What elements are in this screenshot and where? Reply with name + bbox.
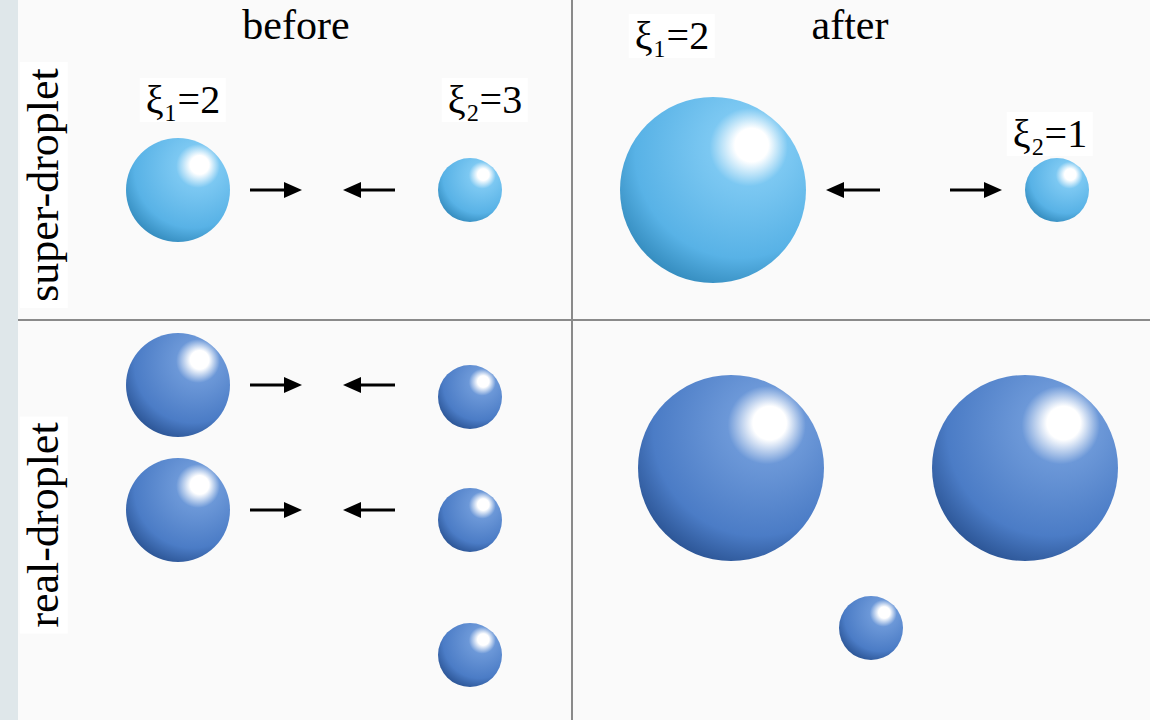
droplet <box>620 97 806 283</box>
multiplicity-label: ξ₁=2 <box>140 78 226 122</box>
multiplicity-label: ξ₁=2 <box>629 14 715 58</box>
droplet <box>438 488 502 552</box>
droplet <box>438 623 502 687</box>
droplet <box>1025 158 1089 222</box>
arrow <box>250 182 395 198</box>
droplet <box>126 458 230 562</box>
arrow <box>250 377 395 518</box>
column-heading: before <box>236 2 355 48</box>
row-heading: real-droplet <box>20 416 68 633</box>
droplet <box>438 158 502 222</box>
multiplicity-label: ξ₂=1 <box>1007 112 1093 156</box>
divider-line <box>18 319 1150 321</box>
row-heading: super-droplet <box>20 62 68 308</box>
droplet <box>932 375 1118 561</box>
divider-line <box>571 0 573 720</box>
droplet <box>126 138 230 242</box>
column-heading: after <box>806 2 895 48</box>
droplet <box>438 365 502 429</box>
droplet <box>126 333 230 437</box>
droplet <box>638 375 824 561</box>
arrow <box>826 182 1002 198</box>
panel-ground <box>18 0 1150 720</box>
droplet <box>839 596 903 660</box>
multiplicity-label: ξ₂=3 <box>442 78 528 122</box>
